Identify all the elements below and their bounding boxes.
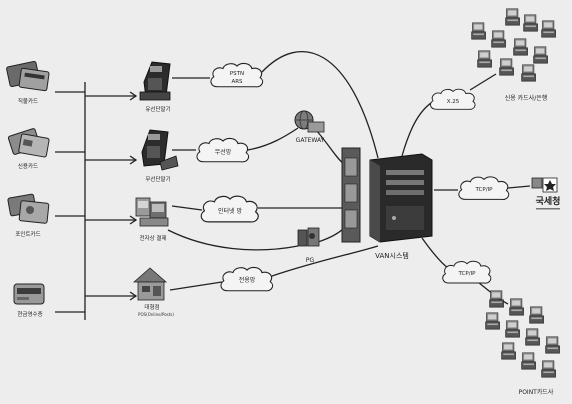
source-debit-card: 직불카드 — [6, 61, 49, 105]
tax-office-underline — [536, 208, 560, 210]
source-bus-line — [55, 92, 85, 312]
pg-server-icon — [298, 228, 319, 246]
cloud-wireless: 무선망 — [197, 138, 249, 161]
link-gateway-hub — [316, 130, 344, 164]
tax-office: 국세청 — [532, 178, 560, 210]
source-point-card: 포인트카드 — [8, 194, 49, 238]
link-tcpip-tax-office — [508, 186, 530, 188]
point-company-cluster: POINT카드사 — [486, 291, 560, 396]
link-terminal3-internet — [172, 206, 202, 210]
link-terminal4-leased — [170, 282, 222, 290]
link-wireless-gateway — [248, 128, 298, 150]
source-label: 직불카드 — [18, 97, 38, 105]
cloud-label: PSTN — [230, 71, 244, 77]
source-credit-card: 신용카드 — [8, 128, 49, 170]
pc-cluster-icon — [472, 9, 556, 81]
pg-label: PG — [306, 257, 315, 264]
terminal-label: 무선단말기 — [145, 175, 170, 183]
pc-terminal-icon — [136, 198, 168, 226]
cloud-label: X.25 — [447, 99, 460, 105]
pc-cluster-icon — [486, 291, 560, 377]
server-tower-icon — [370, 154, 432, 242]
link-x25-cardco — [470, 74, 496, 90]
cloud-tcpip-tax: TCP/IP — [459, 177, 509, 200]
terminal-label: 대형점 — [144, 303, 159, 311]
source-label: 신용카드 — [18, 162, 38, 170]
source-label: 포인트카드 — [15, 230, 40, 238]
source-label: 현금영수증 — [17, 310, 42, 318]
terminal-ecommerce: 전자상 결제 — [136, 198, 168, 242]
cash-receipt-card-icon — [14, 284, 44, 304]
van-system: VAN시스템 — [342, 148, 432, 260]
terminal-wired: 유선단말기 — [140, 62, 171, 113]
router-stack-icon — [342, 148, 360, 242]
gateway-label: GATEWAY — [296, 137, 325, 144]
cloud-internet: 인터넷 망 — [201, 196, 258, 222]
terminal-label: 유선단말기 — [145, 105, 170, 113]
link-van-tcpip-point — [422, 238, 448, 268]
pos-terminal-icon — [134, 268, 166, 300]
terminal-sublabel: POS(Online/Posts) — [138, 312, 174, 317]
pg-node: PG — [298, 228, 319, 264]
van-label: VAN시스템 — [375, 252, 409, 260]
cloud-label: TCP/IP — [458, 271, 477, 277]
terminal-wireless: 무선단말기 — [142, 130, 178, 183]
cloud-x25: X.25 — [431, 89, 476, 109]
cloud-label: ARS — [231, 79, 243, 85]
point-card-icon — [8, 194, 49, 224]
terminal-large-store: 대형점 POS(Online/Posts) — [134, 268, 174, 317]
cloud-tcpip-point: TCP/IP — [443, 261, 491, 283]
terminal-label: 전자상 결제 — [139, 234, 166, 242]
card-company-label: 신용 카드사/은행 — [505, 94, 548, 102]
terminal-arrows — [130, 92, 136, 300]
tax-office-label: 국세청 — [536, 195, 561, 207]
link-leased-van — [272, 246, 378, 276]
gateway-node: GATEWAY — [295, 111, 325, 144]
tax-office-logo-icon — [532, 178, 557, 192]
card-company-cluster: 신용 카드사/은행 — [472, 9, 556, 102]
cloud-label: 인터넷 망 — [218, 207, 242, 215]
credit-card-icon — [8, 128, 49, 157]
card-terminal-icon — [140, 62, 170, 100]
link-terminal3-pg — [168, 230, 298, 250]
debit-card-icon — [6, 61, 49, 91]
cloud-pstn: PSTN ARS — [211, 63, 263, 86]
cloud-label: 무선망 — [215, 148, 232, 156]
cloud-label: TCP/IP — [475, 187, 494, 193]
terminal-feed-lines — [85, 96, 136, 296]
cloud-leased-line: 전용망 — [221, 267, 273, 290]
cloud-label: 전용망 — [239, 276, 256, 284]
source-cash-receipt: 현금영수증 — [14, 284, 44, 318]
link-pg-hub — [318, 228, 344, 242]
link-van-x25 — [402, 100, 436, 156]
point-company-label: POINT카드사 — [519, 388, 554, 396]
gateway-globe-icon — [295, 111, 324, 132]
